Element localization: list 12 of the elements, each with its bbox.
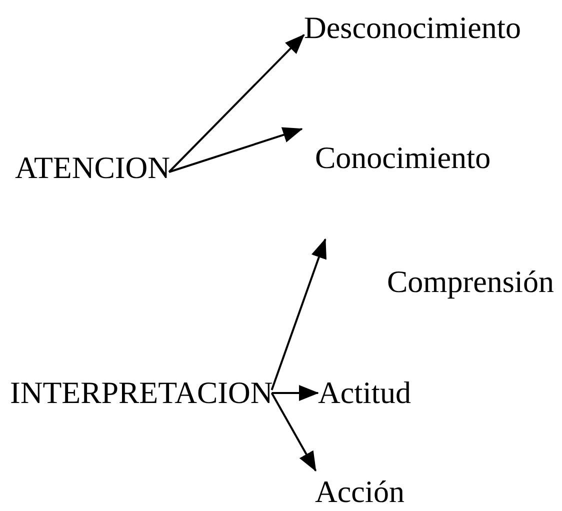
label-text: INTERPRETACION [10, 376, 273, 410]
arrow [270, 238, 326, 390]
label-text: ATENCION [15, 151, 170, 185]
arrow [270, 392, 317, 472]
arrow [272, 385, 319, 401]
arrow [168, 34, 305, 173]
label-text: Acción [312, 470, 405, 509]
label-text: Actitud [318, 376, 411, 410]
label-text: Comprensión [323, 238, 554, 299]
arrow [168, 127, 303, 173]
label-text: Desconocimiento [304, 11, 521, 45]
label-text: Conocimiento [300, 128, 491, 175]
